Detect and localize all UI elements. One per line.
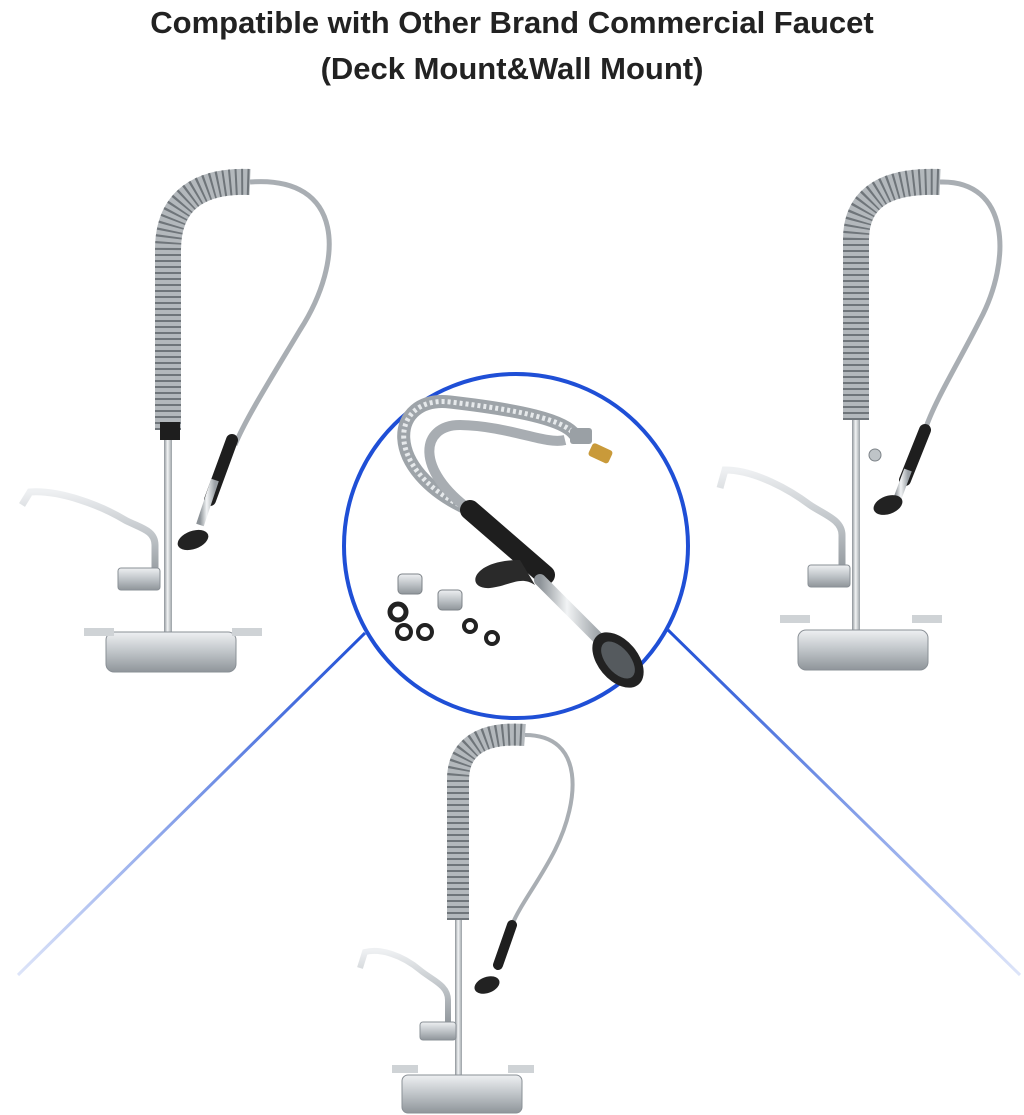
pre-rinse-hose-kit-image — [342, 372, 690, 720]
connector-line-left — [16, 631, 367, 977]
faucet-wall-mount-right-image — [716, 168, 1003, 671]
faucet-deck-mount-bottom-image — [357, 723, 575, 1114]
faucet-wall-mount-left-image — [19, 168, 332, 673]
heading: Compatible with Other Brand Commercial F… — [0, 0, 1024, 92]
heading-line-1: Compatible with Other Brand Commercial F… — [150, 5, 874, 40]
connector-line-right — [666, 628, 1022, 977]
heading-line-2: (Deck Mount&Wall Mount) — [320, 51, 704, 86]
